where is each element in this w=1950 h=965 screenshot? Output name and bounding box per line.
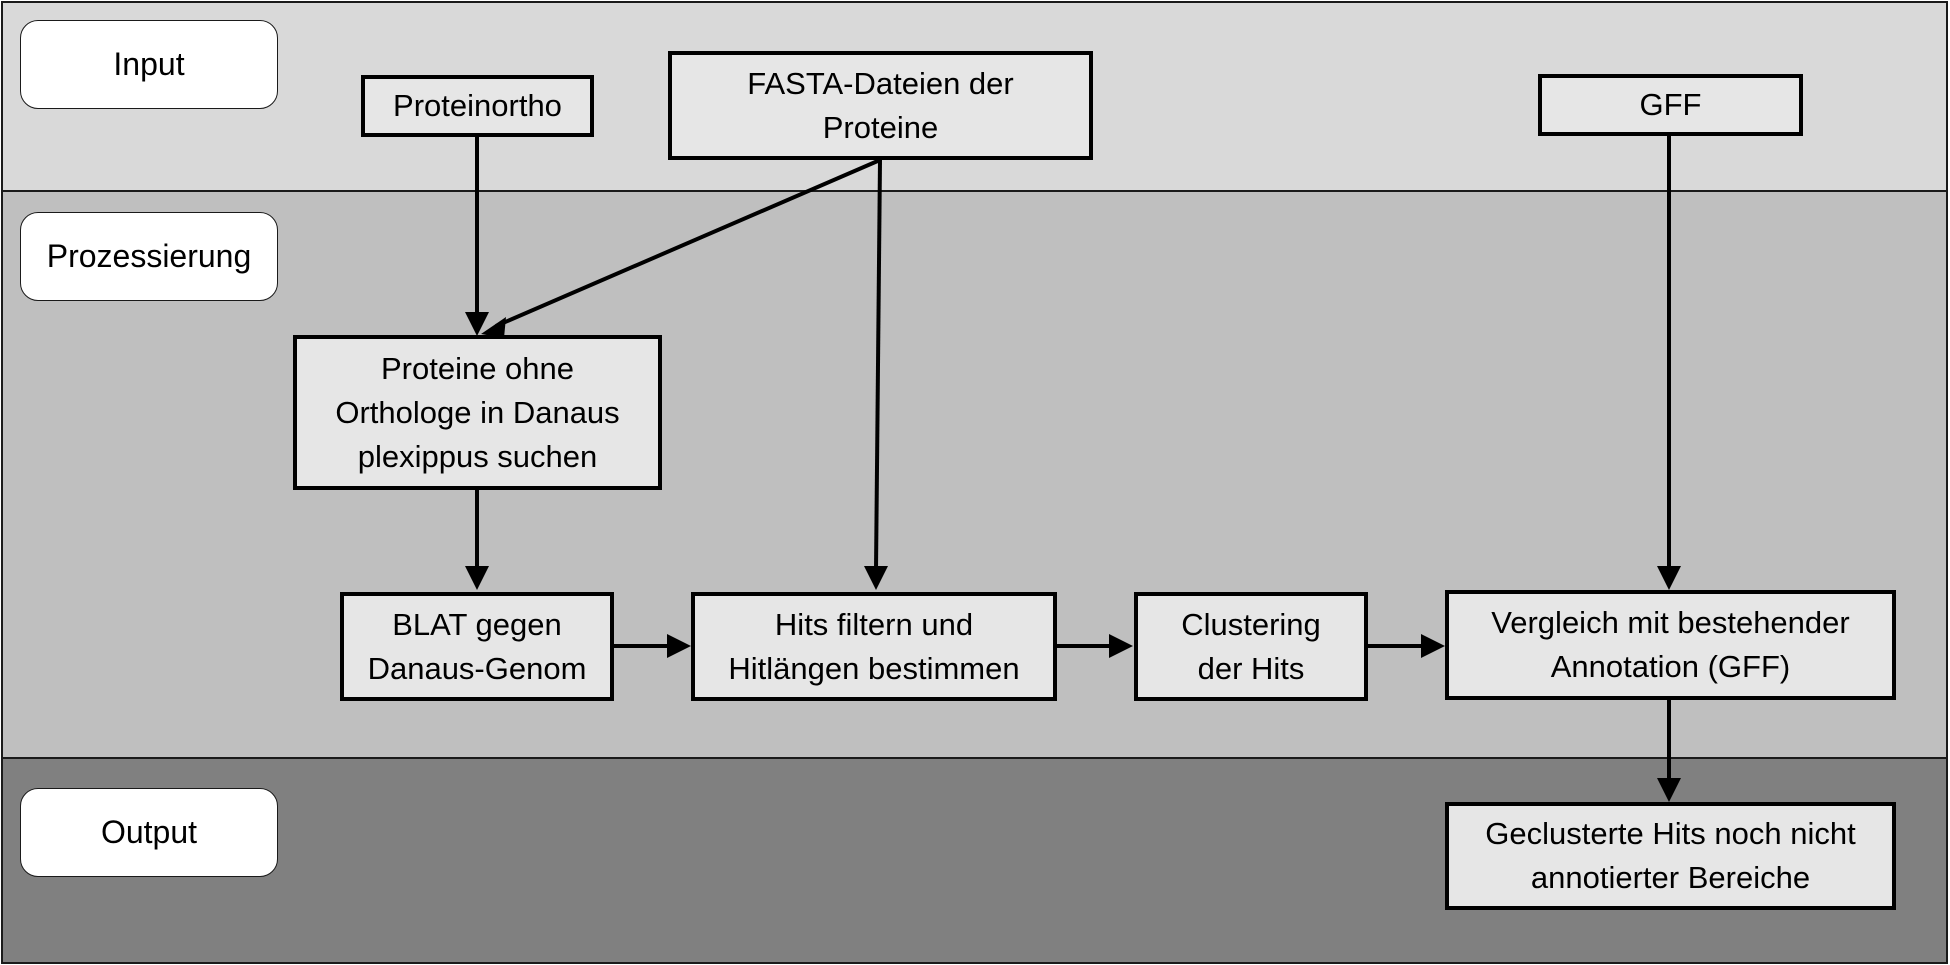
- arrowhead-result-top: [1657, 778, 1681, 802]
- node-clustering: Clustering der Hits: [1134, 592, 1368, 701]
- node-proteinortho: Proteinortho: [361, 75, 594, 137]
- arrow-fasta-to-filter: [874, 159, 882, 571]
- node-result: Geclusterte Hits noch nicht annotierter …: [1445, 802, 1896, 910]
- arrowhead-clustering-left: [1109, 634, 1133, 658]
- arrowhead-filter-top: [864, 566, 888, 590]
- arrowhead-search-top: [465, 312, 489, 336]
- arrowhead-blat-top: [465, 566, 489, 590]
- arrowhead-compare-left: [1421, 634, 1445, 658]
- lane-label-input: Input: [20, 20, 278, 109]
- node-search-orthologs: Proteine ohne Orthologe in Danaus plexip…: [293, 335, 662, 490]
- node-fasta-files: FASTA-Dateien der Proteine: [668, 51, 1093, 160]
- node-filter-hits: Hits filtern und Hitlängen bestimmen: [691, 592, 1057, 701]
- arrowhead-compare-top: [1657, 566, 1681, 590]
- node-compare-annotation: Vergleich mit bestehender Annotation (GF…: [1445, 590, 1896, 700]
- lane-label-output: Output: [20, 788, 278, 877]
- node-gff: GFF: [1538, 74, 1803, 136]
- node-blat: BLAT gegen Danaus-Genom: [340, 592, 614, 701]
- arrowhead-search-side: [481, 317, 506, 338]
- arrowhead-filter-left: [667, 634, 691, 658]
- arrow-fasta-to-search: [495, 158, 881, 328]
- lane-label-processing: Prozessierung: [20, 212, 278, 301]
